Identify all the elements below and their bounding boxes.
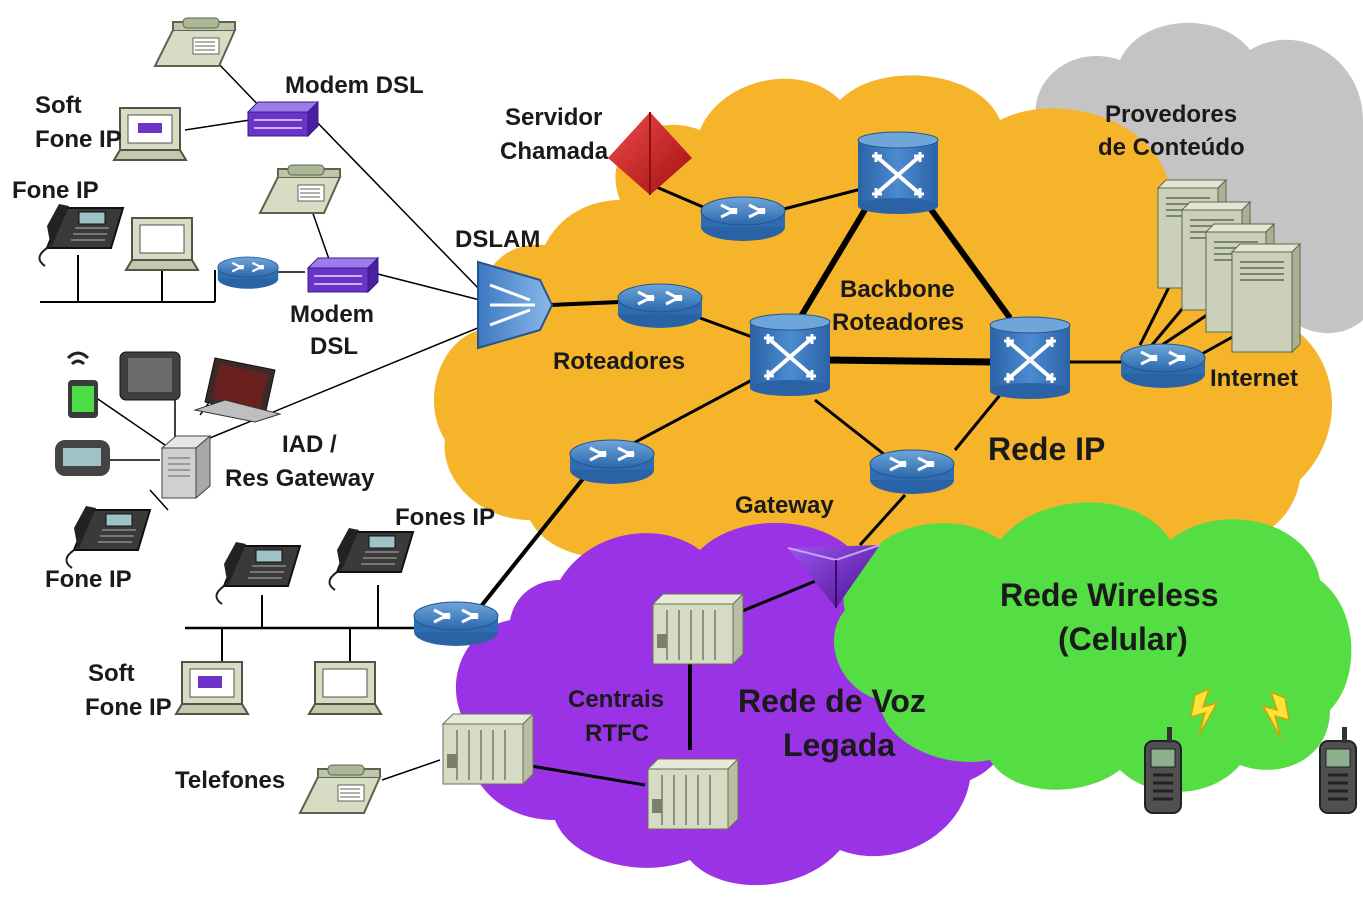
central-offices-label: Centrais (568, 686, 664, 713)
ip-network-label: Rede IP (988, 431, 1105, 467)
router-icon (216, 255, 280, 290)
modem-dsl-label: Modem DSL (285, 72, 424, 99)
call-server-label: Chamada (500, 138, 609, 165)
laptop-icon (193, 357, 282, 423)
softphone-app-icon (198, 676, 222, 688)
central-office-switch-icon (647, 758, 739, 830)
telephone-icon (154, 17, 236, 67)
soft-fone-label: Fone IP (35, 126, 122, 153)
backbone-label: Backbone (840, 276, 955, 303)
telephone-icon (259, 164, 341, 214)
wireless-network-cloud (833, 502, 1352, 792)
dslam-icon (477, 260, 554, 350)
central-offices-label: RTFC (585, 720, 649, 747)
residential-gateway-icon (160, 434, 212, 500)
soft-fone-label: Soft (88, 660, 135, 687)
computer-icon (113, 107, 187, 161)
legacy-voice-label: Legada (783, 727, 895, 763)
legacy-voice-label: Rede de Voz (738, 683, 926, 719)
iad-label: Res Gateway (225, 465, 375, 492)
dslam-label: DSLAM (455, 226, 540, 253)
ip-phone-icon (215, 541, 301, 605)
computer-icon (308, 661, 382, 715)
content-providers-label: de Conteúdo (1098, 134, 1245, 161)
pda-icon (66, 351, 98, 418)
computer-icon (125, 217, 199, 271)
ip-phone-icon (65, 505, 151, 569)
media-player-icon (55, 440, 110, 476)
router-icon (1119, 342, 1207, 390)
router-icon (568, 438, 656, 486)
central-office-switch-icon (442, 713, 534, 785)
cell-phone-icon (1318, 725, 1358, 815)
server-icon (1231, 243, 1301, 353)
ip-phone-icon (38, 203, 124, 267)
routers-label: Roteadores (553, 348, 685, 375)
call-server-icon (608, 112, 692, 195)
gateway-icon (787, 544, 881, 608)
wireless-network-label: (Celular) (1058, 621, 1188, 657)
router-icon (616, 282, 704, 330)
central-office-switch-icon (652, 593, 744, 665)
ip-phone-icon (328, 527, 414, 591)
modem-icon (247, 101, 319, 137)
telephones-label: Telefones (175, 767, 285, 794)
soft-fone-label: Fone IP (85, 694, 172, 721)
iad-label: IAD / (282, 431, 337, 458)
router-icon (699, 195, 787, 243)
telephone-icon (299, 764, 381, 814)
gateway-label: Gateway (735, 492, 834, 519)
backbone-router-icon (856, 130, 940, 216)
softphone-app-icon (138, 123, 162, 133)
backbone-router-icon (748, 312, 832, 398)
ip-network-cloud (433, 75, 1333, 600)
tv-icon (119, 351, 181, 401)
backbone-router-icon (988, 315, 1072, 401)
ip-phones-label: Fones IP (395, 504, 495, 531)
fone-ip-label: Fone IP (45, 566, 132, 593)
internet-label: Internet (1210, 365, 1298, 392)
soft-fone-label: Soft (35, 92, 82, 119)
modem-dsl-label: Modem (290, 301, 374, 328)
content-providers-label: Provedores (1105, 101, 1237, 128)
router-icon (412, 600, 500, 648)
call-server-label: Servidor (505, 104, 602, 131)
modem-icon (307, 257, 379, 293)
router-icon (868, 448, 956, 496)
fone-ip-label: Fone IP (12, 177, 99, 204)
wireless-network-label: Rede Wireless (1000, 577, 1218, 613)
modem-dsl-label: DSL (310, 333, 358, 360)
backbone-label: Roteadores (832, 309, 964, 336)
